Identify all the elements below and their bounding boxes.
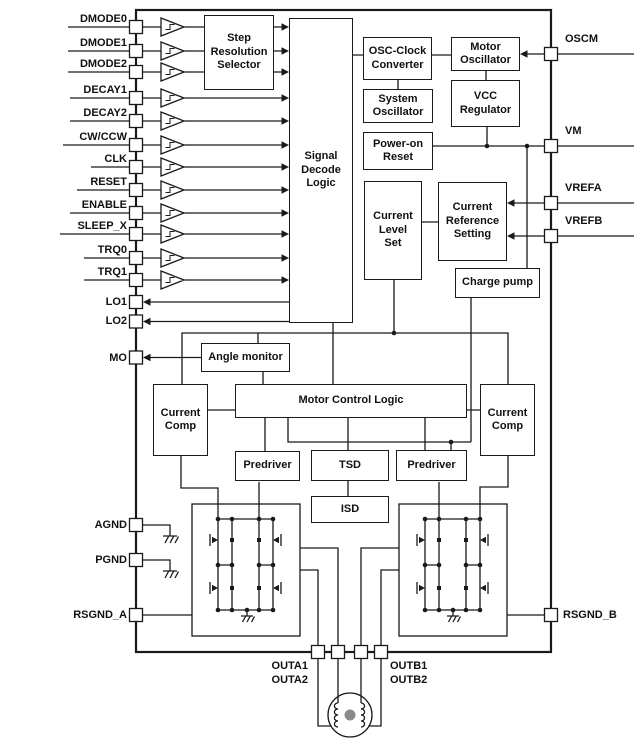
interconnect-wires <box>142 53 634 646</box>
block-predriver-b: Predriver <box>396 450 467 481</box>
pin-label-vrefa: VREFA <box>565 182 602 194</box>
pin-label-enable: ENABLE <box>81 199 127 211</box>
pin-label-oscm: OSCM <box>565 33 598 45</box>
pin-agnd <box>128 517 144 533</box>
pin-label-lo2: LO2 <box>105 315 127 327</box>
pin-label-rsgnd-b: RSGND_B <box>563 609 617 621</box>
pin-cwccw <box>128 137 144 153</box>
pin-label-mo: MO <box>109 352 127 364</box>
pin-decay1 <box>128 90 144 106</box>
pin-label-vrefb: VREFB <box>565 215 603 227</box>
pin-trq0 <box>128 250 144 266</box>
pin-dmode2 <box>128 64 144 80</box>
block-current-comp-a: Current Comp <box>153 384 208 456</box>
pin-vm <box>543 138 559 154</box>
block-angle-monitor: Angle monitor <box>201 343 290 372</box>
pin-label-outb2: OUTB2 <box>390 674 428 686</box>
block-motor-oscillator: Motor Oscillator <box>451 37 520 71</box>
pin-lo1 <box>128 294 144 310</box>
pin-dmode0 <box>128 19 144 35</box>
input-buffers <box>160 17 186 290</box>
motor-rotor <box>344 709 356 721</box>
block-predriver-a: Predriver <box>235 451 300 481</box>
pin-label-reset: RESET <box>90 176 127 188</box>
block-isd: ISD <box>311 496 389 523</box>
pin-label-vm: VM <box>565 125 582 137</box>
pin-sleepx <box>128 226 144 242</box>
pin-enable <box>128 205 144 221</box>
pin-label-rsgnd-a: RSGND_A <box>73 609 127 621</box>
block-current-reference-setting: Current Reference Setting <box>438 182 507 261</box>
pin-rsgnd-a <box>128 607 144 623</box>
pin-outa2 <box>330 644 346 660</box>
block-system-oscillator: System Oscillator <box>363 89 433 123</box>
block-current-level-set: Current Level Set <box>364 181 422 280</box>
pin-vrefb <box>543 228 559 244</box>
pin-label-pgnd: PGND <box>95 554 127 566</box>
pin-reset <box>128 182 144 198</box>
left-pin-leads <box>60 26 289 359</box>
pin-label-sleepx: SLEEP_X <box>77 220 127 232</box>
block-motor-control-logic: Motor Control Logic <box>235 384 467 418</box>
block-signal-decode-logic: Signal Decode Logic <box>289 18 353 323</box>
block-osc-clock-converter: OSC-Clock Converter <box>363 37 432 80</box>
block-tsd: TSD <box>311 450 389 481</box>
pin-clk <box>128 159 144 175</box>
chassis-ground-symbols <box>142 524 180 579</box>
h-bridge-b <box>398 503 508 637</box>
pin-mo <box>128 350 144 365</box>
pin-dmode1 <box>128 43 144 59</box>
block-power-on-reset: Power-on Reset <box>363 132 433 170</box>
pin-label-dmode2: DMODE2 <box>79 58 127 70</box>
pin-label-dmode1: DMODE1 <box>79 37 127 49</box>
block-charge-pump: Charge pump <box>455 268 540 298</box>
schmitt-buffer-icon <box>160 17 186 290</box>
pin-label-decay2: DECAY2 <box>83 107 127 119</box>
mosfet-icons <box>212 536 279 592</box>
pin-label-decay1: DECAY1 <box>83 84 127 96</box>
mosfet-icons <box>419 536 486 592</box>
block-step-resolution-selector: Step Resolution Selector <box>204 15 274 90</box>
motor-icon <box>317 658 382 738</box>
pin-decay2 <box>128 113 144 129</box>
signal-arrows <box>143 23 528 362</box>
block-current-comp-b: Current Comp <box>480 384 535 456</box>
pin-rsgnd-b <box>543 607 559 623</box>
block-vcc-regulator: VCC Regulator <box>451 80 520 127</box>
pin-lo2 <box>128 314 144 329</box>
pin-outb1 <box>353 644 369 660</box>
pin-label-trq1: TRQ1 <box>97 266 127 278</box>
pin-outa1 <box>310 644 326 660</box>
pin-label-outb1: OUTB1 <box>390 660 428 672</box>
pin-oscm <box>543 46 559 62</box>
pin-trq1 <box>128 272 144 288</box>
pin-label-trq0: TRQ0 <box>97 244 127 256</box>
h-bridge-a <box>191 503 301 637</box>
pin-outb2 <box>373 644 389 660</box>
pin-vrefa <box>543 195 559 211</box>
junction-dots <box>215 143 530 613</box>
pin-label-outa2: OUTA2 <box>271 674 308 686</box>
pin-pgnd <box>128 552 144 568</box>
pin-label-dmode0: DMODE0 <box>79 13 127 25</box>
pin-squares <box>128 19 559 660</box>
pin-label-outa1: OUTA1 <box>271 660 308 672</box>
pin-label-lo1: LO1 <box>105 296 127 308</box>
pin-label-agnd: AGND <box>94 519 127 531</box>
pin-label-cwccw: CW/CCW <box>79 131 127 143</box>
pin-label-clk: CLK <box>104 153 127 165</box>
